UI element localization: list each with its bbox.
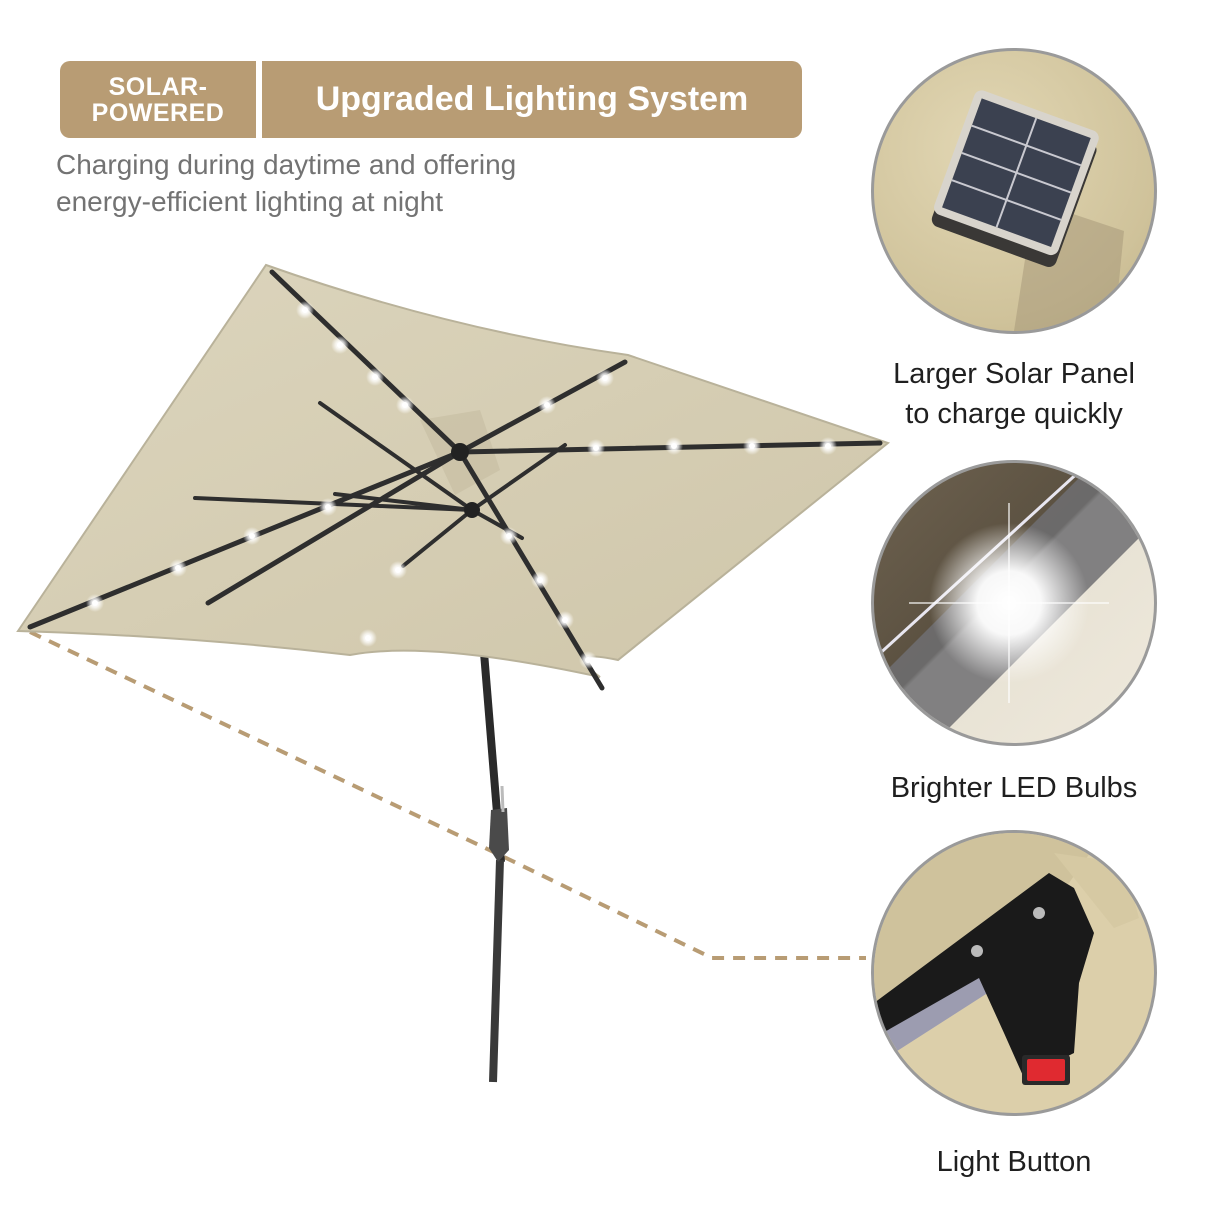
led-icon xyxy=(500,527,518,545)
subtitle: Charging during daytime and offering ene… xyxy=(56,146,676,220)
caption-line-1: Brighter LED Bulbs xyxy=(890,772,1138,804)
led-icon xyxy=(296,301,314,319)
umbrella-pole xyxy=(466,479,509,1083)
light-button-photo xyxy=(871,830,1157,1116)
led-icon xyxy=(319,498,337,516)
badge-line-2: POWERED xyxy=(91,98,225,127)
solar-panel-icon xyxy=(931,90,1124,331)
caption-line-1: Larger Solar Panel xyxy=(893,358,1135,390)
led-icon xyxy=(587,439,605,457)
feature-caption: Larger Solar Panel to charge quickly xyxy=(864,354,1164,434)
led-icon xyxy=(819,437,837,455)
feature-solar-panel: Larger Solar Panel to charge quickly xyxy=(864,48,1164,434)
led-icon xyxy=(665,437,683,455)
banner-headline: Upgraded Lighting System xyxy=(262,61,802,138)
feature-caption: Light Button xyxy=(864,1142,1164,1182)
canopy xyxy=(16,263,891,678)
callout-dashed-line xyxy=(29,630,866,960)
solar-powered-badge: SOLAR- POWERED xyxy=(60,61,256,138)
led-icon xyxy=(86,594,104,612)
led-icon xyxy=(243,527,261,545)
badge-line-1: SOLAR- xyxy=(108,72,208,101)
feature-led-bulbs: Brighter LED Bulbs xyxy=(864,460,1164,808)
led-icon xyxy=(359,629,377,647)
led-icon xyxy=(579,651,597,669)
canopy-hub xyxy=(451,443,469,461)
led-icon xyxy=(389,561,407,579)
led-icon xyxy=(531,571,549,589)
feature-light-button: Light Button xyxy=(864,830,1164,1182)
light-switch-icon xyxy=(874,833,1139,1085)
feature-caption: Brighter LED Bulbs xyxy=(864,768,1164,808)
led-icon xyxy=(169,559,187,577)
header-banner: SOLAR- POWERED Upgraded Lighting System xyxy=(60,61,802,138)
led-icon xyxy=(396,396,414,414)
led-bulb-icon xyxy=(874,463,1154,743)
led-icon xyxy=(596,369,614,387)
led-lights xyxy=(86,301,837,669)
led-bulb-photo xyxy=(871,460,1157,746)
led-icon xyxy=(331,336,349,354)
solar-panel-photo xyxy=(871,48,1157,334)
led-icon xyxy=(538,396,556,414)
caption-line-2: to charge quickly xyxy=(905,398,1123,430)
subtitle-line-2: energy-efficient lighting at night xyxy=(56,186,444,217)
led-icon xyxy=(366,368,384,386)
banner-divider xyxy=(256,61,262,138)
caption-line-1: Light Button xyxy=(936,1146,1092,1178)
led-icon xyxy=(556,611,574,629)
runner-hub xyxy=(464,502,480,518)
led-icon xyxy=(743,437,761,455)
subtitle-line-1: Charging during daytime and offering xyxy=(56,149,517,180)
